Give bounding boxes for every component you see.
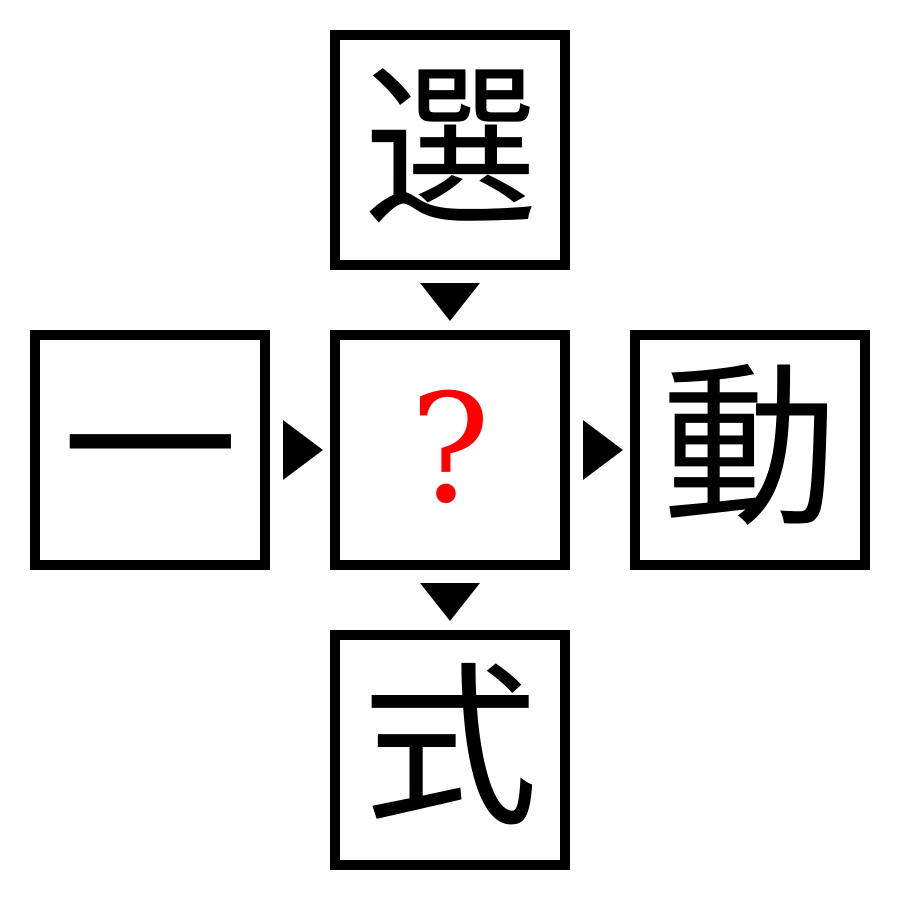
right-kanji-box: 動 xyxy=(630,330,870,570)
right-arrow-icon xyxy=(283,420,323,480)
right-arrow-icon xyxy=(583,420,623,480)
left-kanji-box: 一 xyxy=(30,330,270,570)
right-kanji: 動 xyxy=(661,347,838,552)
down-arrow-icon xyxy=(420,583,480,621)
bottom-kanji: 式 xyxy=(361,647,538,852)
down-arrow-icon xyxy=(420,283,480,321)
left-kanji: 一 xyxy=(61,347,238,552)
bottom-kanji-box: 式 xyxy=(330,630,570,870)
top-kanji: 選 xyxy=(361,47,538,252)
answer-box[interactable]: ? xyxy=(330,330,570,570)
top-kanji-box: 選 xyxy=(330,30,570,270)
question-mark: ? xyxy=(409,363,491,537)
